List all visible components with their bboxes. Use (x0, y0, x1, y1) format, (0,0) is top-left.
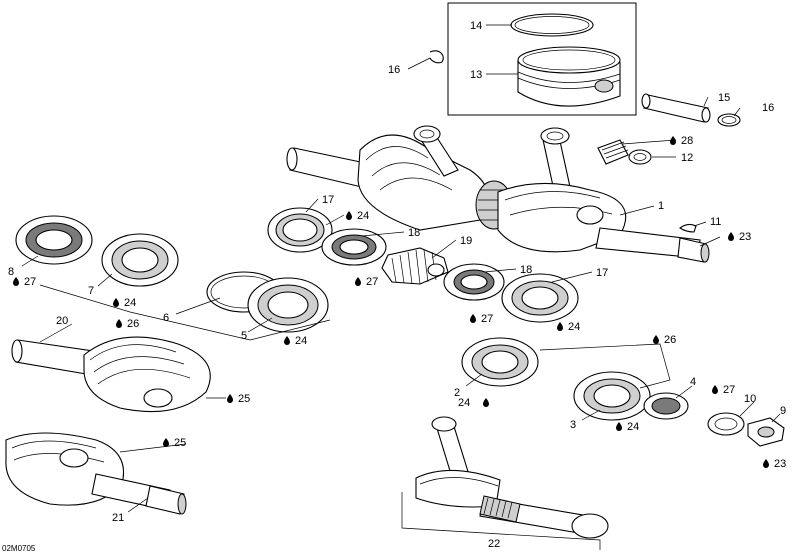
oil-drop-icon (355, 277, 361, 286)
callout-18-right: 18 (520, 264, 532, 276)
oil-drop-icon (113, 298, 119, 307)
connecting-rod-assembly[interactable] (415, 416, 609, 539)
drawing-code: 02M0705 (2, 544, 36, 553)
nut-9[interactable] (747, 417, 785, 447)
bearing-lower-3[interactable] (573, 371, 651, 421)
bevel-gear[interactable] (381, 247, 449, 285)
bearing-left[interactable] (101, 233, 179, 287)
callout-17-top: 17 (322, 194, 334, 206)
callout-12: 12 (681, 152, 693, 164)
callout-28: 28 (681, 135, 693, 147)
callout-16-right: 16 (762, 102, 774, 114)
needle-bearing[interactable] (597, 139, 629, 165)
oil-drop-icon (116, 319, 122, 328)
callout-8: 8 (8, 266, 14, 278)
bearing-upper-left[interactable] (267, 207, 333, 253)
callout-23-bottom: 23 (774, 458, 786, 470)
oil-drop-icon (670, 136, 676, 145)
callout-26-right: 26 (664, 334, 676, 346)
piston[interactable] (517, 46, 621, 107)
callout-3: 3 (570, 419, 576, 431)
distance-ring-10[interactable] (707, 412, 745, 436)
callout-26-left: 26 (127, 318, 139, 330)
oil-drop-icon (728, 232, 734, 241)
oil-seal-upper[interactable] (321, 228, 387, 266)
callout-24-lower-right: 24 (627, 421, 639, 433)
oil-drop-icon (483, 398, 489, 407)
callout-22: 22 (488, 538, 500, 550)
callout-4: 4 (690, 376, 696, 388)
callout-21: 21 (112, 512, 124, 524)
bearing-center-left[interactable] (247, 277, 329, 333)
callout-27-middle: 27 (366, 276, 378, 288)
crankshaft-pto-side[interactable] (5, 432, 187, 515)
callout-16-left: 16 (388, 64, 400, 76)
piston-pin[interactable] (641, 93, 711, 123)
oil-drop-icon (712, 385, 718, 394)
callout-25-bottom: 25 (174, 437, 186, 449)
callout-11: 11 (710, 216, 721, 228)
callout-9: 9 (780, 405, 786, 417)
oil-drop-icon (227, 394, 233, 403)
oil-drop-icon (13, 277, 19, 286)
oil-drop-icon (763, 459, 769, 468)
callout-23-top: 23 (739, 231, 751, 243)
callout-14: 14 (470, 20, 482, 32)
woodruff-key[interactable] (679, 223, 697, 233)
callout-15: 15 (718, 92, 730, 104)
piston-pin-circlip-right[interactable] (717, 113, 741, 127)
callout-13: 13 (470, 69, 482, 81)
callout-18-top: 18 (408, 227, 420, 239)
thrust-washer[interactable] (628, 149, 652, 165)
callout-20: 20 (56, 315, 68, 327)
callout-10: 10 (744, 393, 756, 405)
callout-27-right: 27 (481, 313, 493, 325)
callout-24-left: 24 (124, 297, 136, 309)
callout-7: 7 (88, 285, 94, 297)
crankshaft-magneto-side[interactable] (11, 336, 211, 413)
oil-drop-icon (346, 211, 352, 220)
callout-6: 6 (163, 312, 169, 324)
oil-seal-left[interactable] (15, 215, 93, 265)
callout-24-top: 24 (357, 210, 369, 222)
callout-5: 5 (241, 330, 247, 342)
crankshaft-assembly[interactable] (286, 125, 710, 263)
callout-24-lower-left: 24 (458, 397, 470, 409)
bearing-lower-2[interactable] (461, 337, 539, 387)
leader-lines (21, 24, 781, 513)
callout-2: 2 (454, 387, 460, 399)
piston-inset-frame (447, 2, 637, 116)
oil-drop-icon (557, 322, 563, 331)
oil-drop-icon (284, 336, 290, 345)
callout-27-lower: 27 (723, 384, 735, 396)
callout-17-right: 17 (596, 267, 608, 279)
piston-pin-circlip-left[interactable] (429, 50, 444, 64)
callout-25-top: 25 (238, 393, 250, 405)
oil-drop-icon (653, 335, 659, 344)
callout-27-left: 27 (24, 276, 36, 288)
oil-seal-middle[interactable] (443, 263, 505, 301)
callout-24-right: 24 (568, 321, 580, 333)
oil-drop-icon (163, 438, 169, 447)
callout-1: 1 (658, 200, 664, 212)
oil-seal-lower-4[interactable] (643, 392, 689, 420)
piston-ring[interactable] (510, 13, 594, 37)
bearing-middle-right[interactable] (501, 273, 579, 323)
callout-19: 19 (460, 235, 472, 247)
oil-drop-icon (616, 422, 622, 431)
oil-drop-icon (470, 314, 476, 323)
callout-24-center: 24 (295, 335, 307, 347)
